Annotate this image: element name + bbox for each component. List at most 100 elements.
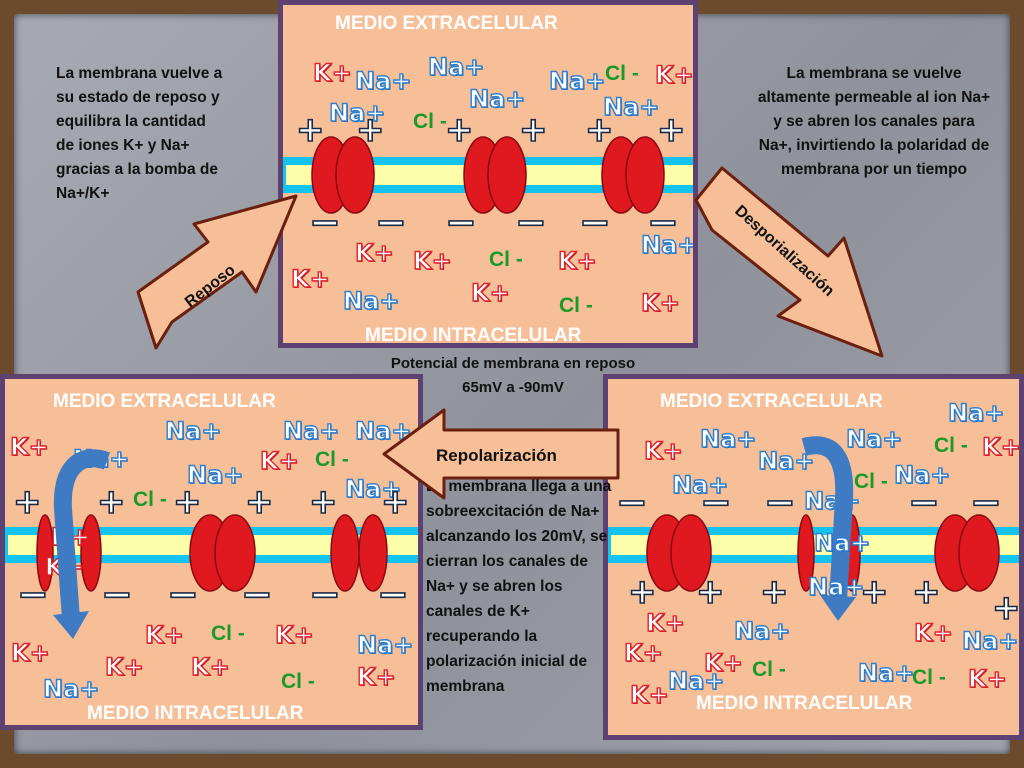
plus-charge-icon: + xyxy=(244,482,274,522)
minus-charge-icon: − xyxy=(240,572,273,616)
ion-na: Na+ xyxy=(548,67,606,95)
ion-na: Na+ xyxy=(42,675,100,703)
ion-k: K+ xyxy=(104,653,144,681)
ion-na: Na+ xyxy=(640,231,698,259)
resting-description: La membrana vuelve a su estado de reposo… xyxy=(56,65,223,202)
sodium-channel-icon xyxy=(601,136,665,214)
ion-na: Na+ xyxy=(857,659,915,687)
ion-k: K+ xyxy=(290,265,330,293)
ion-na: Na+ xyxy=(356,631,414,659)
ion-cl: Cl - xyxy=(934,434,968,457)
minus-charge-icon: − xyxy=(16,572,49,616)
open-channel-icon xyxy=(36,514,102,592)
sodium-channel-icon xyxy=(934,514,1000,592)
plus-charge-icon: + xyxy=(859,572,889,612)
ion-na: Na+ xyxy=(328,99,386,127)
ion-k: K+ xyxy=(9,433,49,461)
plus-charge-icon: + xyxy=(444,110,474,150)
ion-cl: Cl - xyxy=(752,658,786,681)
ion-cl: Cl - xyxy=(559,294,593,317)
plus-charge-icon: + xyxy=(584,110,614,150)
ion-k: K+ xyxy=(144,621,184,649)
ion-na: Na+ xyxy=(947,399,1005,427)
ion-k: K+ xyxy=(412,247,452,275)
panel-title-extracellular: MEDIO EXTRACELULAR xyxy=(53,391,276,412)
plus-charge-icon: + xyxy=(96,482,126,522)
ion-na: Na+ xyxy=(845,425,903,453)
repolarization-description: La membrana llega a una sobreexcitación … xyxy=(426,478,612,695)
plus-charge-icon: + xyxy=(380,482,410,522)
ion-na: Na+ xyxy=(961,627,1019,655)
plus-charge-icon: + xyxy=(12,482,42,522)
plus-charge-icon: + xyxy=(656,110,686,150)
sodium-channel-icon xyxy=(646,514,712,592)
minus-charge-icon: − xyxy=(907,480,940,524)
ion-na: Na+ xyxy=(671,471,729,499)
ion-k: K+ xyxy=(274,621,314,649)
ion-k: K+ xyxy=(190,653,230,681)
ion-cl: Cl - xyxy=(133,488,167,511)
minus-charge-icon: − xyxy=(444,200,477,244)
arrow-repolarizacion: Repolarización xyxy=(382,408,620,500)
ion-na: Na+ xyxy=(733,617,791,645)
ion-na: Na+ xyxy=(602,93,660,121)
plus-charge-icon: + xyxy=(911,572,941,612)
ion-na: Na+ xyxy=(813,529,871,557)
panel-title-extracellular: MEDIO EXTRACELULAR xyxy=(660,391,883,412)
minus-charge-icon: − xyxy=(376,572,409,616)
ion-cl: Cl - xyxy=(413,110,447,133)
sodium-channel-icon xyxy=(463,136,527,214)
ion-na: Na+ xyxy=(667,667,725,695)
plus-charge-icon: + xyxy=(172,482,202,522)
curved-blue-arrow-icon xyxy=(801,436,856,621)
panel-repolarization: MEDIO EXTRACELULAR K+ Na+ Na+ Na+ K+ Cl … xyxy=(0,374,423,730)
ion-k: K+ xyxy=(629,681,669,709)
ion-k: K+ xyxy=(981,433,1021,461)
ion-k: K+ xyxy=(10,639,50,667)
ion-cl: Cl - xyxy=(211,622,245,645)
ion-na: Na+ xyxy=(757,447,815,475)
ion-k: K+ xyxy=(623,639,663,667)
ion-na: Na+ xyxy=(699,425,757,453)
plus-charge-icon: + xyxy=(695,572,725,612)
minus-charge-icon: − xyxy=(100,572,133,616)
ion-k: K+ xyxy=(640,289,680,317)
plus-charge-icon: + xyxy=(759,572,789,612)
ion-cl: Cl - xyxy=(489,248,523,271)
minus-charge-icon: − xyxy=(514,200,547,244)
ion-na: Na+ xyxy=(342,287,400,315)
panel-resting: MEDIO EXTRACELULAR K+ Na+ Na+ Na+ Cl - K… xyxy=(278,0,698,348)
ion-k: K+ xyxy=(654,61,694,89)
sodium-channel-icon xyxy=(311,136,375,214)
minus-charge-icon: − xyxy=(308,200,341,244)
ion-cl: Cl - xyxy=(912,666,946,689)
panel-title-intracellular: MEDIO INTRACELULAR xyxy=(87,703,304,724)
ion-k: K+ xyxy=(312,59,352,87)
depolarization-description: La membrana se vuelve altamente permeabl… xyxy=(757,65,991,178)
arrow-despolarizacion: Desporialización xyxy=(694,166,884,358)
plus-charge-icon: + xyxy=(295,110,325,150)
sodium-channel-icon xyxy=(189,514,256,592)
ion-cl: Cl - xyxy=(281,670,315,693)
plus-charge-icon: + xyxy=(308,482,338,522)
ion-k: K+ xyxy=(913,619,953,647)
ion-k: K+ xyxy=(643,437,683,465)
ion-k: K+ xyxy=(470,279,510,307)
plus-charge-icon: + xyxy=(518,110,548,150)
arrow-repolarizacion-label: Repolarización xyxy=(436,446,557,465)
ion-na: Na+ xyxy=(427,53,485,81)
minus-charge-icon: − xyxy=(308,572,341,616)
ion-k: K+ xyxy=(354,239,394,267)
ion-na: Na+ xyxy=(468,85,526,113)
panel-title-intracellular: MEDIO INTRACELULAR xyxy=(365,325,582,346)
plus-charge-icon: + xyxy=(991,588,1021,628)
panel-depolarization: MEDIO EXTRACELULAR Na+ K+ Na+ Na+ Na+ Cl… xyxy=(603,374,1024,740)
ion-k: K+ xyxy=(967,665,1007,693)
minus-charge-icon: − xyxy=(763,480,796,524)
minus-charge-icon: − xyxy=(699,480,732,524)
panel-title-extracellular: MEDIO EXTRACELULAR xyxy=(335,13,558,34)
sodium-channel-icon xyxy=(330,514,388,592)
minus-charge-icon: − xyxy=(166,572,199,616)
ion-k: K+ xyxy=(557,247,597,275)
minus-charge-icon: − xyxy=(646,200,679,244)
